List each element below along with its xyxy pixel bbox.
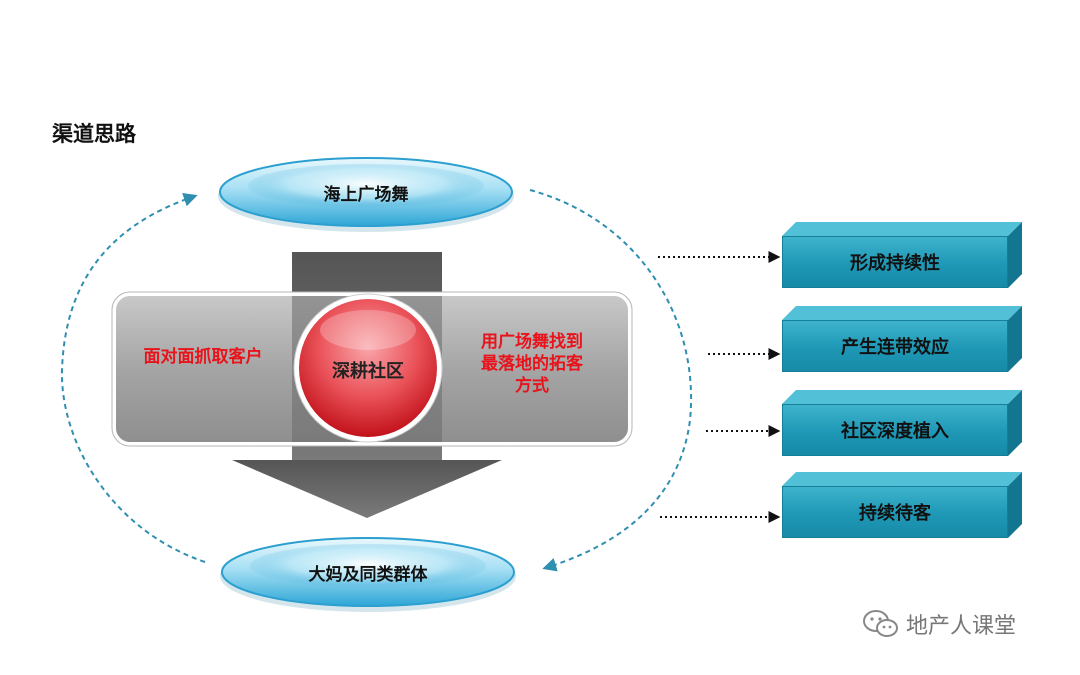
outcome-box-2: 产生连带效应	[782, 306, 1022, 372]
right-panel-line: 方式	[515, 376, 549, 396]
bottom-ellipse	[220, 537, 516, 612]
box-label: 持续待客	[782, 486, 1008, 538]
box-side-face	[1008, 472, 1022, 538]
box-label: 社区深度植入	[782, 404, 1008, 456]
box-side-face	[1008, 222, 1022, 288]
box-top-face	[782, 306, 1022, 320]
watermark-text: 地产人课堂	[906, 614, 1017, 639]
top-ellipse-label: 海上广场舞	[323, 185, 409, 205]
right-panel-text: 用广场舞找到 最落地的拓客 方式	[462, 331, 602, 397]
box-label: 形成持续性	[782, 236, 1008, 288]
right-panel-line: 用广场舞找到	[481, 332, 583, 352]
center-circle	[293, 293, 443, 443]
bottom-ellipse-label: 大妈及同类群体	[308, 565, 428, 585]
wechat-icon	[863, 610, 898, 637]
box-top-face	[782, 472, 1022, 486]
page-title: 渠道思路	[52, 122, 136, 146]
outcome-box-1: 形成持续性	[782, 222, 1022, 288]
box-top-face	[782, 390, 1022, 404]
top-ellipse	[218, 157, 514, 232]
box-label: 产生连带效应	[782, 320, 1008, 372]
box-side-face	[1008, 306, 1022, 372]
outcome-box-3: 社区深度植入	[782, 390, 1022, 456]
center-circle-label: 深耕社区	[332, 361, 404, 382]
left-panel-text: 面对面抓取客户	[143, 347, 263, 367]
box-side-face	[1008, 390, 1022, 456]
flow-arrow-top-right	[529, 189, 693, 572]
flow-arrow-bottom-left	[60, 192, 206, 563]
watermark: 地产人课堂	[862, 608, 1016, 640]
box-top-face	[782, 222, 1022, 236]
right-panel-line: 最落地的拓客	[481, 354, 583, 374]
outcome-box-4: 持续待客	[782, 472, 1022, 538]
